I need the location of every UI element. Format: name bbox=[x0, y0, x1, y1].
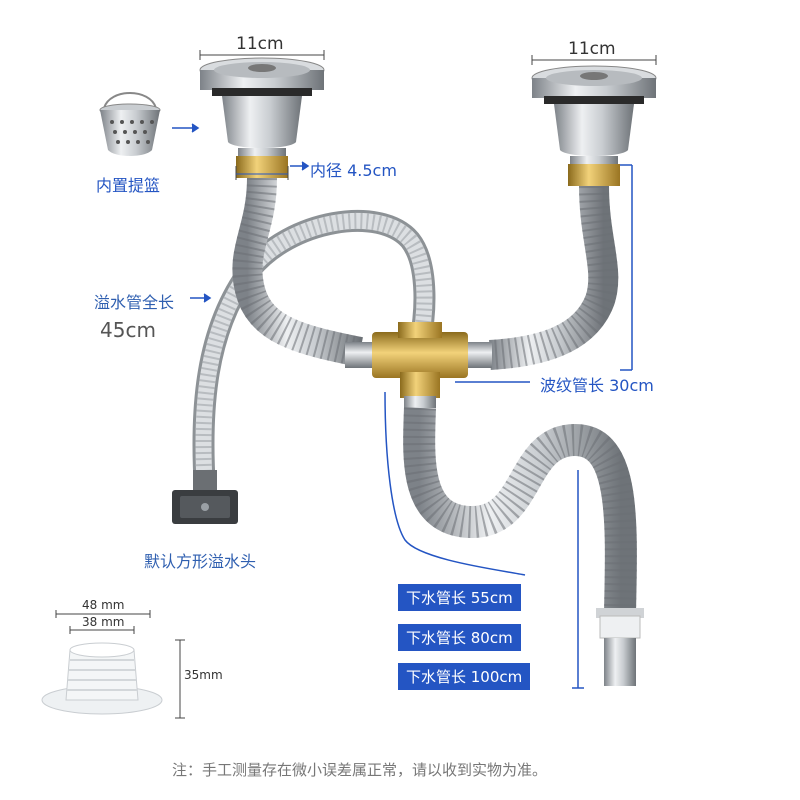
seal-height-label: 35mm bbox=[184, 668, 223, 682]
callout-lines bbox=[172, 123, 633, 689]
overflow-length-label: 溢水管全长 bbox=[94, 293, 175, 312]
brass-t-connector bbox=[345, 322, 492, 408]
square-overflow-head bbox=[172, 470, 238, 524]
basket-label: 内置提篮 bbox=[96, 176, 161, 195]
seal-ring bbox=[41, 642, 163, 715]
dimension-lines bbox=[55, 50, 657, 719]
overflow-length-value: 45cm bbox=[100, 318, 156, 342]
inner-diameter-label: 内径 4.5cm bbox=[310, 161, 397, 180]
footnote: 注：手工测量存在微小误差属正常，请以收到实物为准。 bbox=[172, 761, 548, 779]
overflow-hose bbox=[192, 210, 436, 501]
right-corrugated-pipe bbox=[489, 185, 619, 370]
right-strainer bbox=[531, 65, 657, 186]
left-strainer bbox=[199, 57, 325, 178]
right-strainer-width-label: 11cm bbox=[568, 39, 616, 59]
seal-inner-label: 38 mm bbox=[82, 615, 125, 629]
drain-corrugated-pipe bbox=[403, 407, 644, 686]
drain-option-55: 下水管长 55cm bbox=[398, 584, 521, 611]
corrugated-length-label: 波纹管长 30cm bbox=[540, 376, 654, 395]
strainer-basket-icon bbox=[99, 92, 161, 156]
left-strainer-width-label: 11cm bbox=[236, 34, 284, 54]
drain-option-100: 下水管长 100cm bbox=[398, 663, 531, 690]
seal-outer-label: 48 mm bbox=[82, 598, 125, 612]
left-corrugated-pipe bbox=[232, 177, 363, 367]
overflow-head-label: 默认方形溢水头 bbox=[144, 552, 257, 571]
drain-option-80: 下水管长 80cm bbox=[398, 624, 521, 651]
